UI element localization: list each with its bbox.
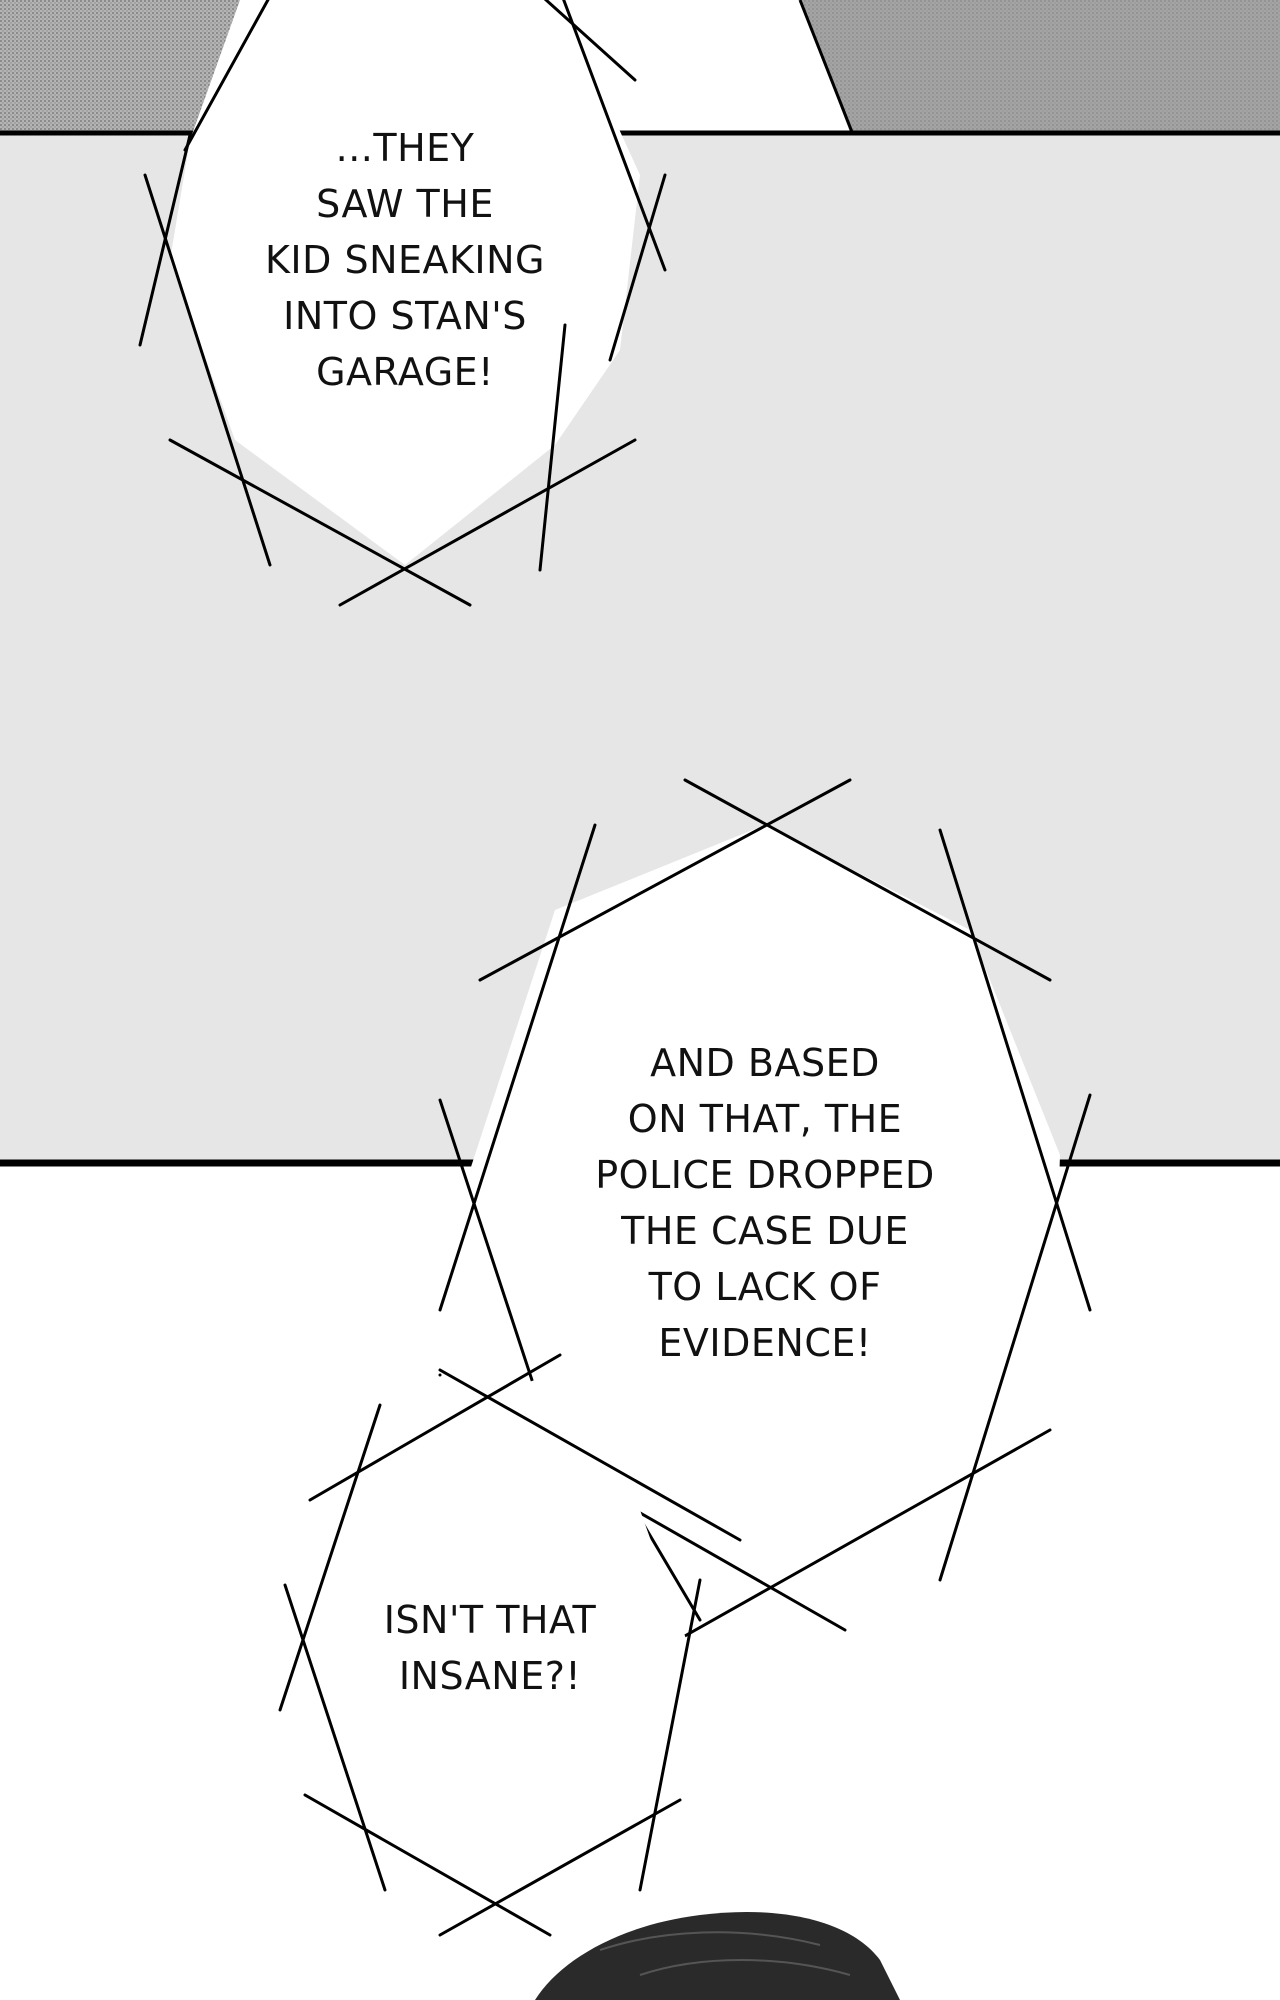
bubble-line: THE CASE DUE <box>621 1209 909 1253</box>
speech-bubble-2-text: AND BASED ON THAT, THE POLICE DROPPED TH… <box>565 1035 965 1371</box>
bubble-line: SAW THE <box>316 182 494 226</box>
bubble-line: GARAGE! <box>316 350 494 394</box>
speech-bubble-2 <box>438 778 1092 1652</box>
speech-bubble-1 <box>138 0 667 607</box>
bubble-line: AND BASED <box>650 1041 880 1085</box>
speech-bubble-1-text: ...THEY SAW THE KID SNEAKING INTO STAN'S… <box>255 120 555 400</box>
bubble-line: EVIDENCE! <box>658 1321 872 1365</box>
bubble-line: ON THAT, THE <box>627 1097 903 1141</box>
speech-bubble-3 <box>278 1353 742 1937</box>
bubble-line: ISN'T THAT <box>383 1598 597 1642</box>
bubble-line: KID SNEAKING <box>264 238 545 282</box>
bubble-line: TO LACK OF <box>648 1265 882 1309</box>
speech-bubble-3-text: ISN'T THAT INSANE?! <box>340 1592 640 1704</box>
top-panel <box>0 0 1280 133</box>
bubble-line: POLICE DROPPED <box>595 1153 935 1197</box>
bubble-line: INTO STAN'S <box>283 294 527 338</box>
bubble-line: ...THEY <box>335 126 475 170</box>
character-hair-silhouette <box>535 1912 900 2000</box>
bubble-line: INSANE?! <box>398 1654 582 1698</box>
